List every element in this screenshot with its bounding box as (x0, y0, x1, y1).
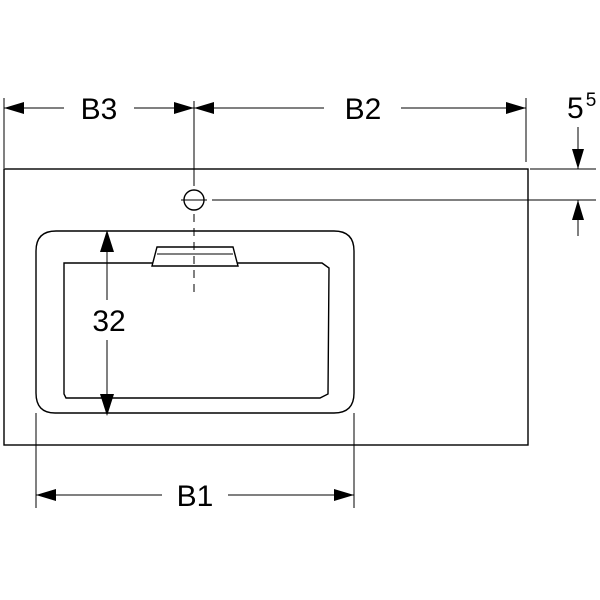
b1-arrow-right (334, 489, 354, 501)
tap-offset-superscript: 5 (586, 90, 597, 111)
countertop-outline (3, 168, 529, 446)
dim-label-b2: B2 (345, 93, 382, 126)
b3-arrow-left (4, 102, 24, 114)
b2-arrow-left (194, 102, 214, 114)
dim-label-b1: B1 (177, 480, 214, 513)
depth-arrow-top (100, 230, 114, 252)
offset-arrow-bottom (572, 200, 584, 220)
dim-label-bowl-depth: 32 (92, 305, 125, 338)
offset-arrow-top (572, 149, 584, 169)
bowl-inner (63, 262, 330, 399)
b1-arrow-left (36, 489, 56, 501)
dim-label-b3: B3 (81, 93, 118, 126)
depth-arrow-bottom (100, 394, 114, 416)
overflow-slot (151, 246, 239, 267)
b2-arrow-right (506, 102, 526, 114)
tap-offset-base: 5 (567, 92, 584, 125)
b3-arrow-right (174, 102, 194, 114)
